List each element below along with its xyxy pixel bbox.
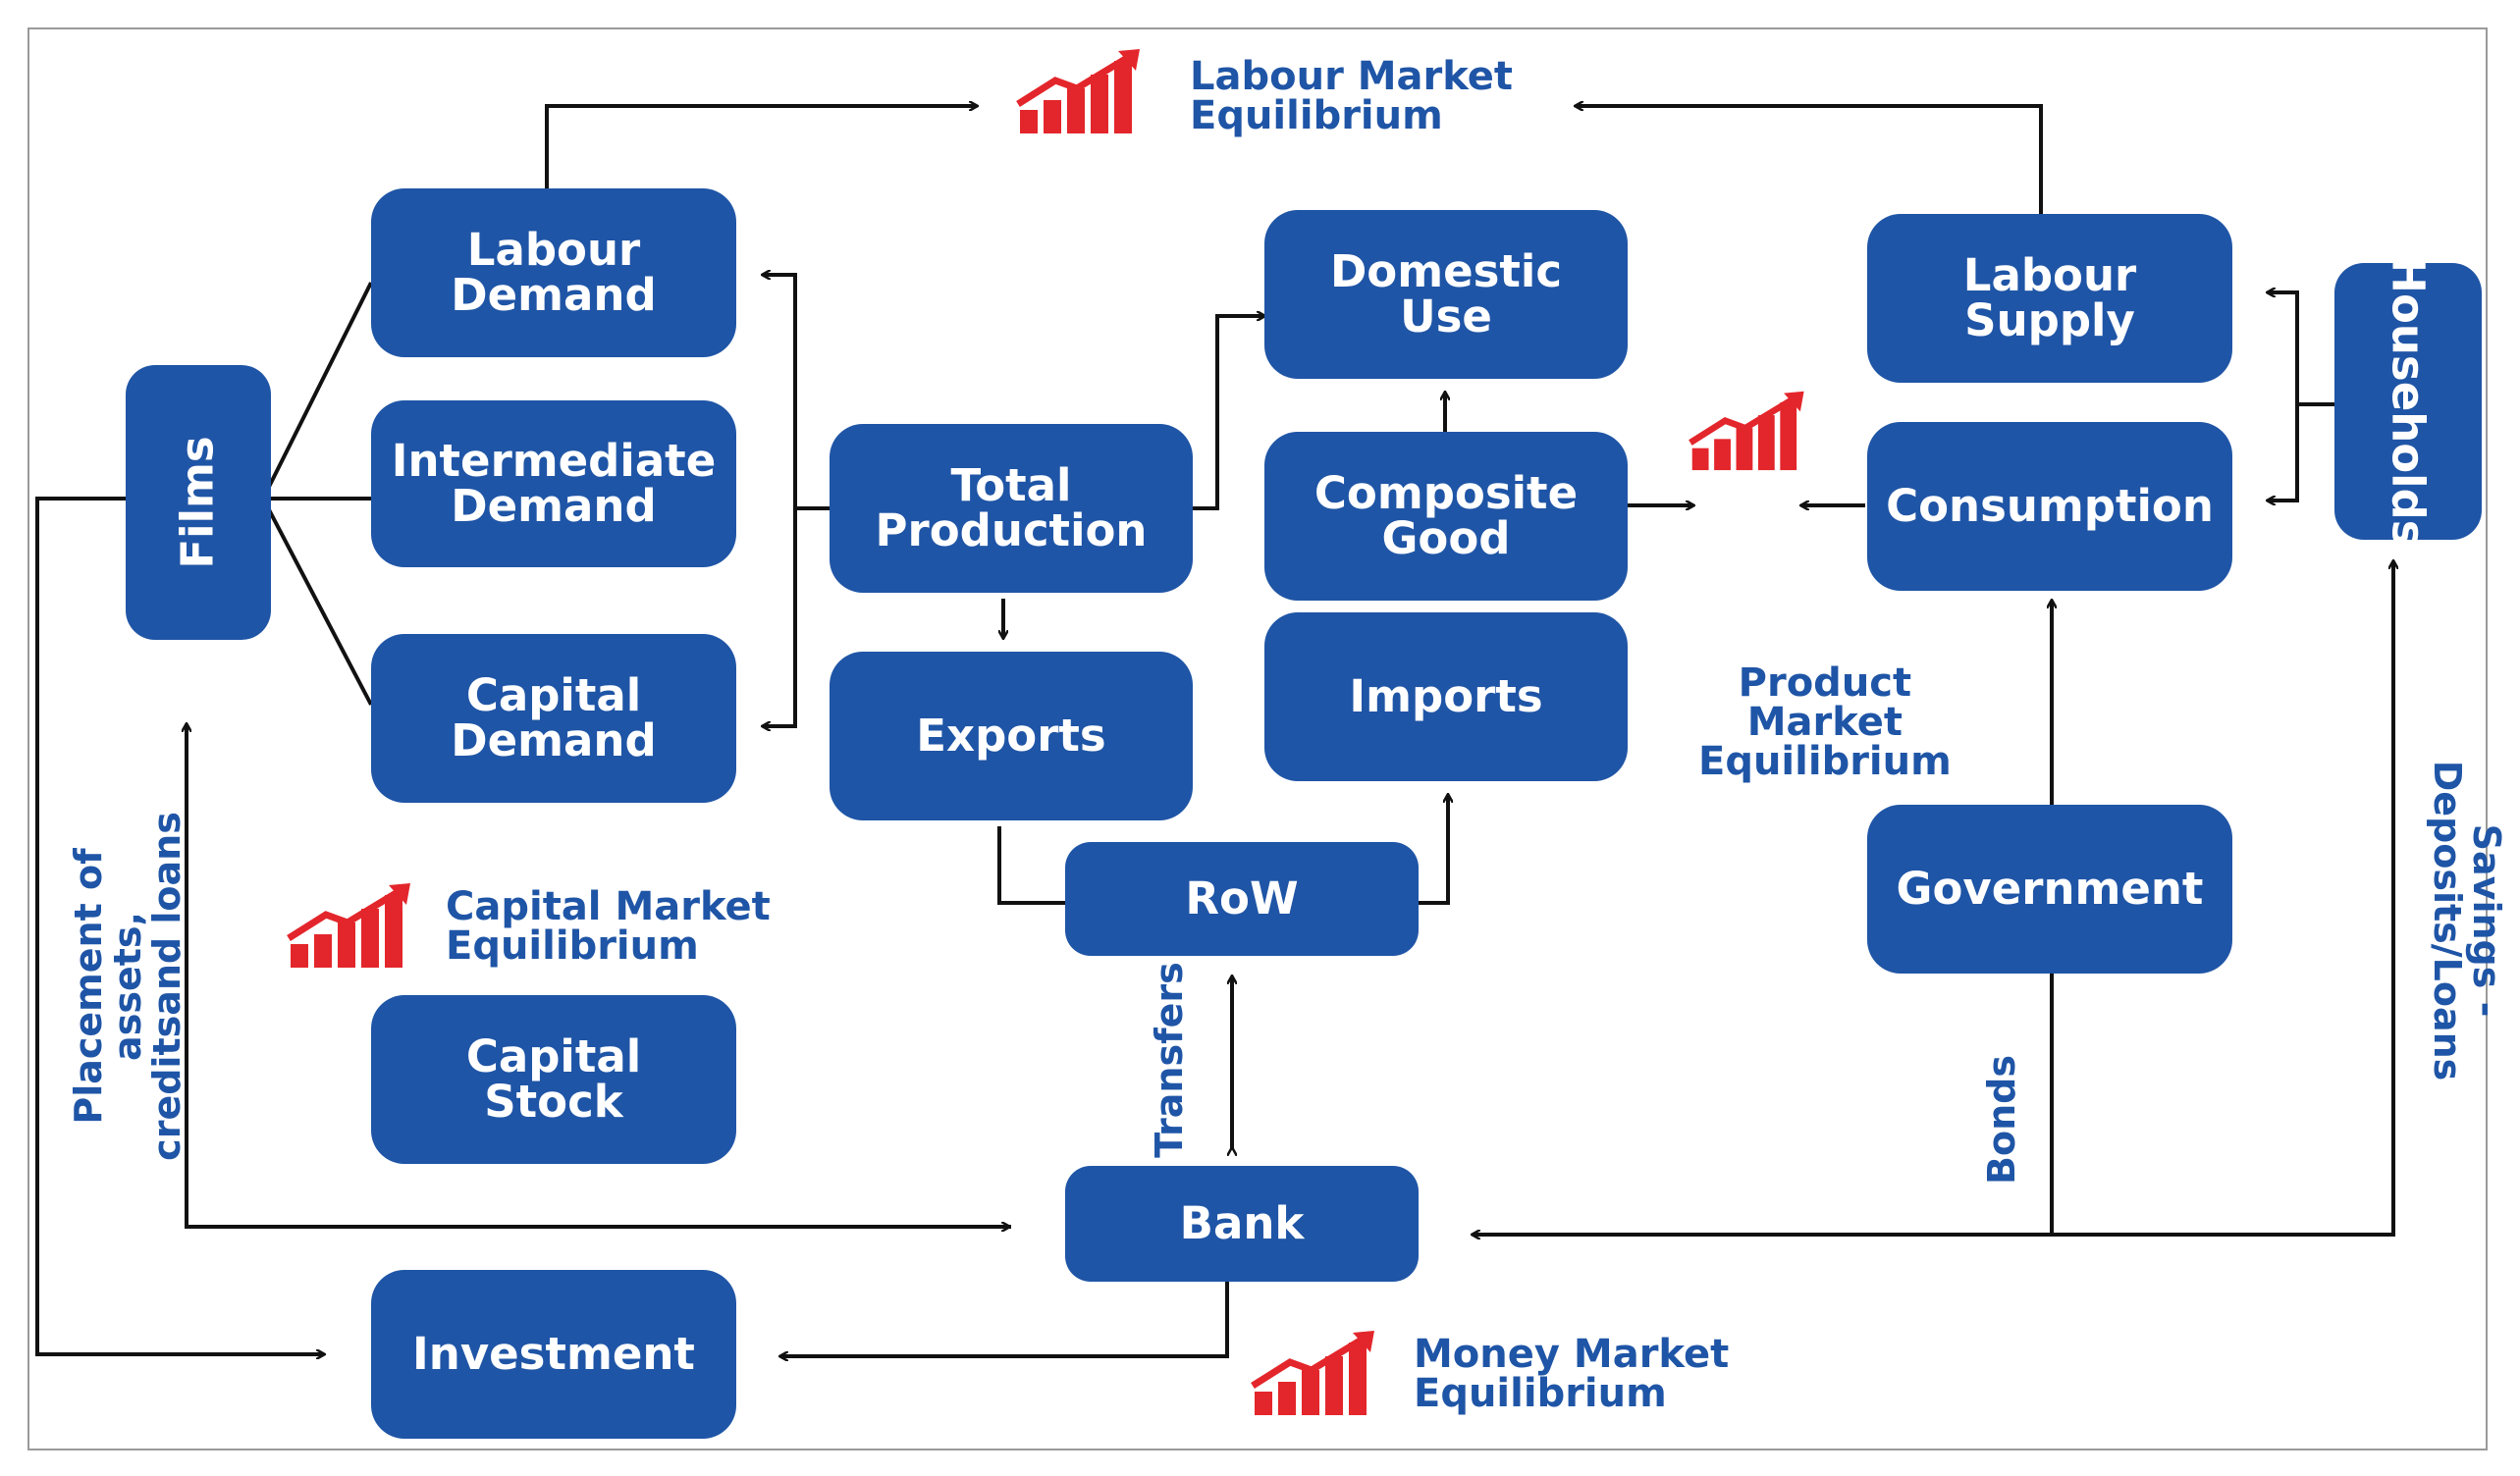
labour-demand-node: Labour Demand — [371, 188, 736, 357]
edge-households-to-consumption — [2268, 404, 2299, 501]
bonds-edge-label: Bonds — [1980, 1055, 2023, 1185]
edge-total-production-to-domestic-use — [1193, 316, 1264, 510]
investment-node: Investment — [371, 1270, 736, 1439]
diagram-frame — [27, 27, 2488, 1450]
capital-stock-node: Capital Stock — [371, 995, 736, 1164]
edge-savings-to-households — [2052, 561, 2393, 1237]
total-production-node: Total Production — [830, 424, 1193, 593]
domestic-use-node: Domestic Use — [1264, 210, 1628, 379]
edge-bank-to-investment — [780, 1278, 1229, 1356]
savings-edge-label: Savings - Deposits/Loans — [2426, 760, 2508, 1081]
capital-market-equilibrium-label: Capital Market Equilibrium — [446, 884, 771, 969]
films-label: Films — [172, 436, 225, 569]
films-node: Films — [126, 365, 271, 640]
edge-bracket-to-capital-demand — [763, 508, 797, 726]
transfers-edge-label: Transfers — [1148, 962, 1191, 1158]
households-node: Households — [2334, 256, 2482, 547]
consumption-node: Consumption — [1867, 422, 2232, 591]
growth-bar-chart-icon — [1251, 1331, 1374, 1415]
edge-exports-to-row — [997, 826, 1065, 905]
intermediate-demand-node: Intermediate Demand — [371, 400, 736, 567]
edge-films-capital-demand — [261, 498, 373, 706]
edge-total-production-to-demands — [763, 275, 830, 510]
labour-market-equilibrium-label: Labour Market Equilibrium — [1190, 54, 1514, 138]
edge-labour-demand-to-labour-market — [545, 106, 977, 188]
government-node: Government — [1867, 805, 2232, 974]
capital-demand-node: Capital Demand — [371, 634, 736, 803]
edge-films-labour-demand — [261, 282, 373, 500]
product-market-equilibrium-label: Product Market Equilibrium — [1698, 660, 1952, 784]
edge-films-to-investment — [35, 497, 324, 1354]
row-node: RoW — [1065, 842, 1419, 956]
edge-labour-supply-to-labour-market — [1576, 106, 2043, 214]
bank-node: Bank — [1065, 1166, 1419, 1282]
money-market-equilibrium-label: Money Market Equilibrium — [1414, 1332, 1730, 1416]
edge-row-to-imports — [1419, 795, 1448, 905]
growth-bar-chart-icon — [287, 883, 410, 968]
edge-households-to-labour-supply — [2268, 292, 2334, 406]
composite-good-node: Composite Good — [1264, 432, 1628, 601]
labour-supply-node: Labour Supply — [1867, 214, 2232, 383]
households-label: Households — [2382, 256, 2435, 547]
growth-bar-chart-icon — [1016, 49, 1140, 133]
exports-node: Exports — [830, 652, 1193, 820]
placement-edge-label: Placement of assets, creditsand loans — [67, 812, 188, 1161]
growth-bar-chart-icon — [1689, 391, 1804, 471]
imports-node: Imports — [1264, 612, 1628, 781]
edge-bonds-to-bank — [1473, 974, 2054, 1235]
